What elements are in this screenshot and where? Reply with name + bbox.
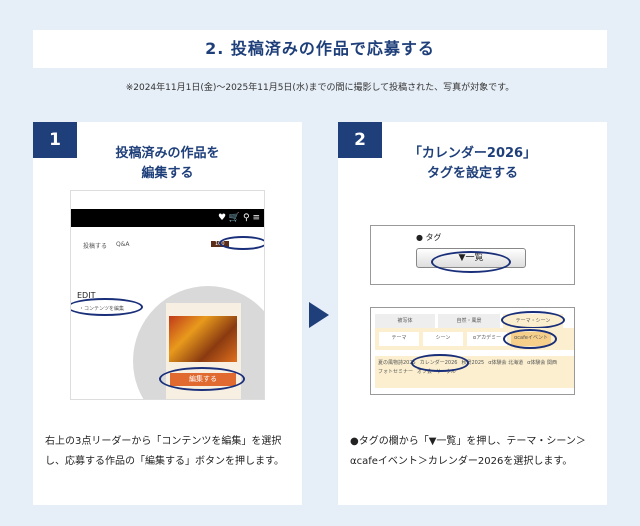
section-title: 2. 投稿済みの作品で応募する	[33, 30, 607, 68]
step-description: 右上の3点リーダーから「コンテンツを編集」を選択し、応募する作品の「編集する」ボ…	[45, 436, 284, 467]
eligibility-note: ※2024年11月1日(金)〜2025年11月5日(水)までの間に撮影して投稿さ…	[125, 83, 515, 93]
site-header-icons: ♥ 🛒 ⚲ ≡	[71, 209, 264, 227]
tag-list-screenshot: 被写体 自然・風景 テーマ・シーン テーマ シーン αアカデミー αcafeイベ…	[370, 307, 575, 395]
step-1-screenshot: ♥ 🛒 ⚲ ≡ 投稿する Q&A 100 EDIT ・コンテンツを編集 編集する	[70, 190, 265, 400]
tag-options: 夏の風物詩2025 カレンダー2026 秋景2025 α体験会 北海道 α体験会…	[375, 356, 574, 388]
step-number: 1	[33, 122, 77, 158]
photo-thumbnail	[169, 316, 237, 362]
next-arrow-icon	[309, 302, 329, 328]
tag-field-screenshot: ● タグ ▼一覧	[370, 225, 575, 285]
step-description: ●タグの欄から「▼一覧」を押し、テーマ・シーン＞αcafeイベント＞カレンダー2…	[350, 436, 586, 467]
step-card-1: 1 投稿済みの作品を編集する ♥ 🛒 ⚲ ≡ 投稿する Q&A 100 EDIT…	[33, 122, 302, 505]
step-title: 「カレンダー2026」タグを設定する	[408, 146, 537, 181]
step-card-2: 2 「カレンダー2026」タグを設定する ● タグ ▼一覧 被写体 自然・風景 …	[338, 122, 607, 505]
step-number: 2	[338, 122, 382, 158]
step-title: 投稿済みの作品を編集する	[115, 146, 220, 181]
